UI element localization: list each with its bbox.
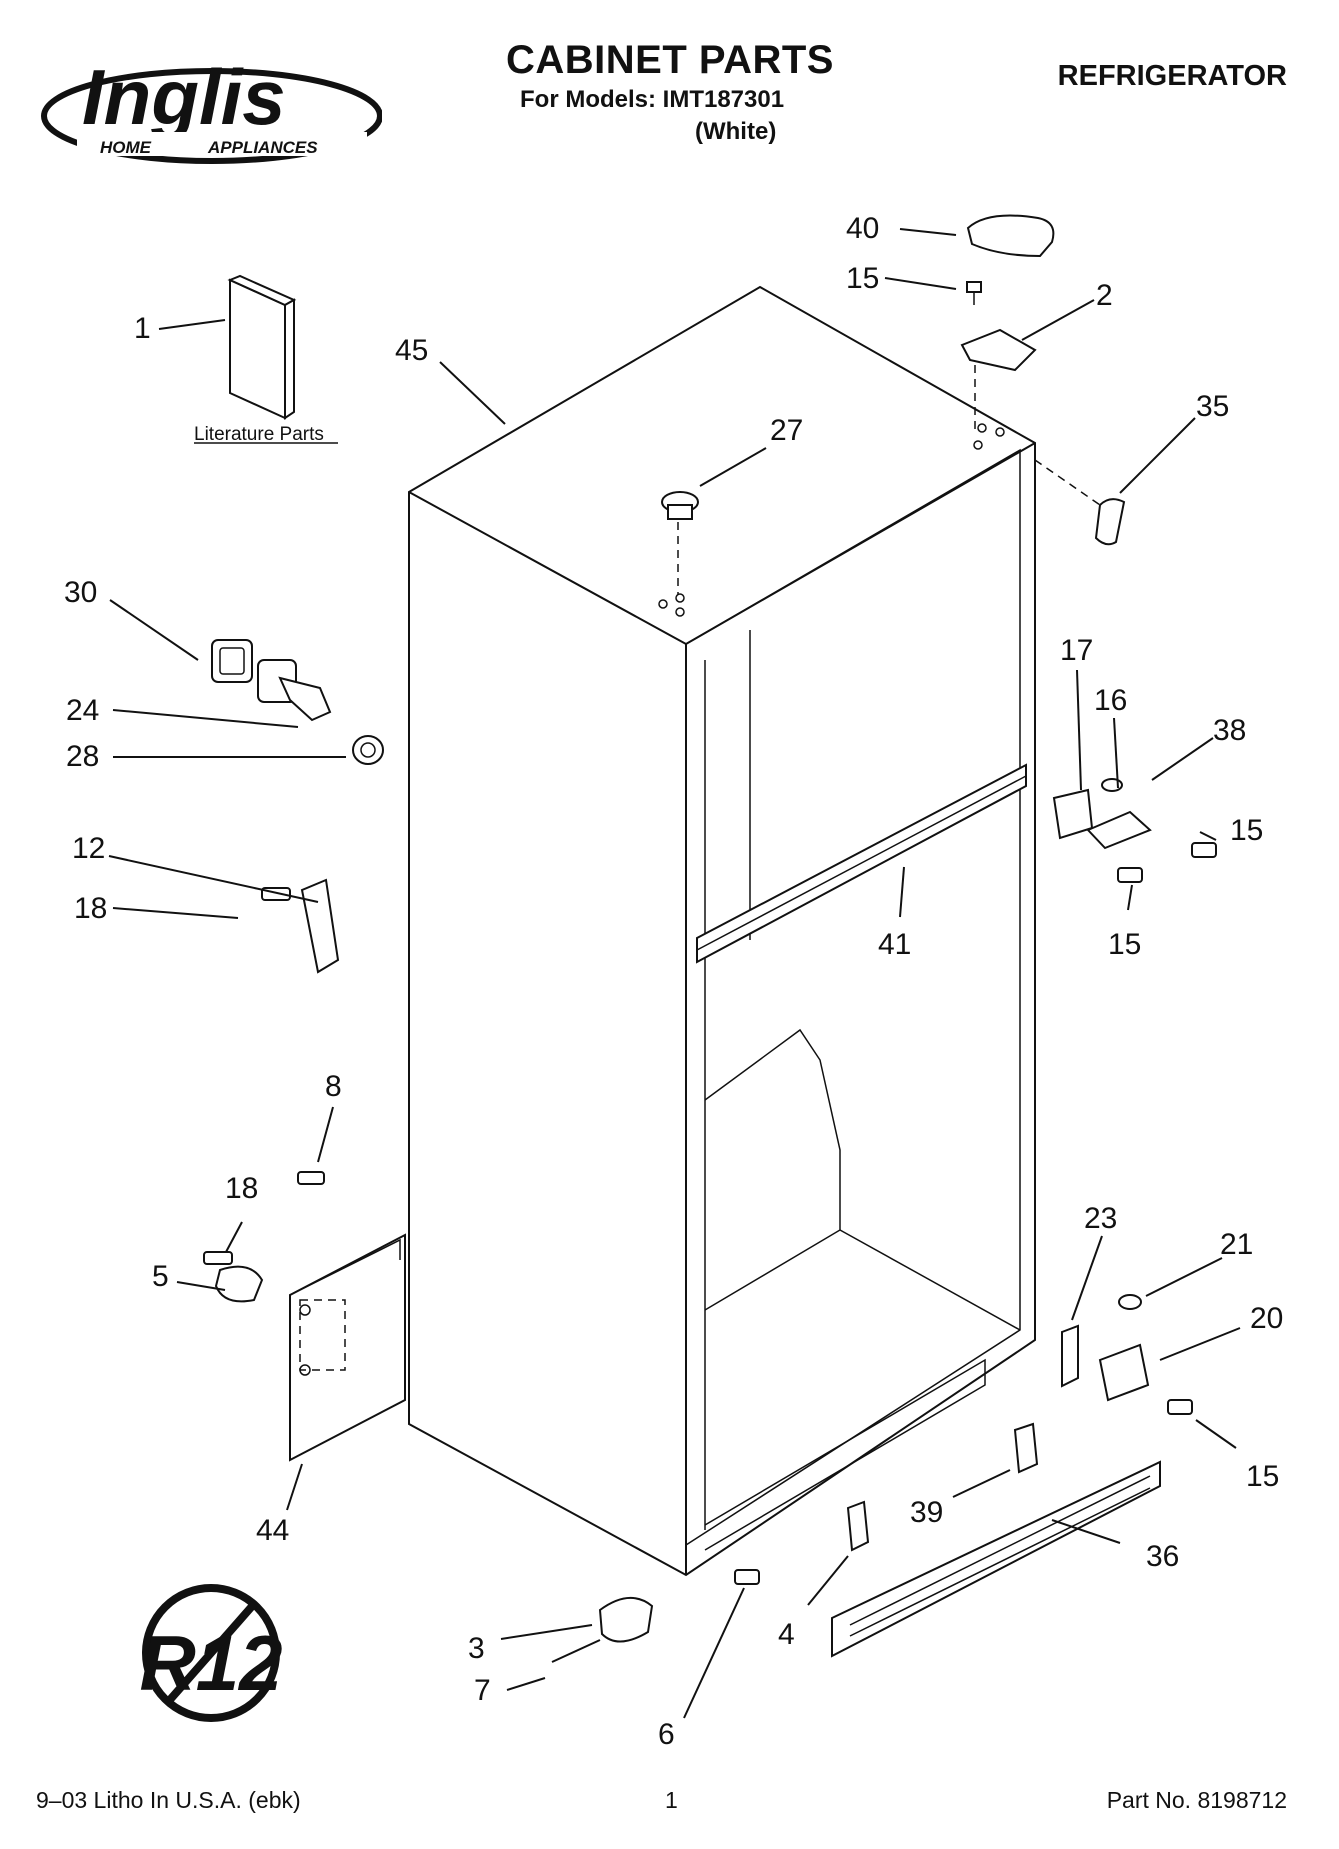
callout-12: 12 xyxy=(72,832,105,865)
color-line: (White) xyxy=(695,118,777,145)
cabinet-body xyxy=(408,285,1036,1577)
grille-clip-small xyxy=(846,1500,870,1552)
callout-5: 5 xyxy=(152,1260,169,1293)
svg-text:APPLIANCES: APPLIANCES xyxy=(207,138,318,157)
leader-lines xyxy=(108,228,1241,1719)
callout-7: 7 xyxy=(474,1674,491,1707)
callout-27: 27 xyxy=(770,414,803,447)
inglis-logo: Inglis HOME APPLIANCES xyxy=(41,53,382,164)
product-name: REFRIGERATOR xyxy=(1057,60,1287,92)
callout-6: 6 xyxy=(658,1718,675,1751)
svg-text:Inglis: Inglis xyxy=(82,53,286,141)
callout-23: 23 xyxy=(1084,1202,1117,1235)
callout-44: 44 xyxy=(256,1514,289,1547)
callout-8: 8 xyxy=(325,1070,342,1103)
svg-text:HOME: HOME xyxy=(100,138,152,157)
r12-prohibited-mark: R12 xyxy=(139,1584,283,1722)
literature-label: Literature Parts xyxy=(194,424,324,445)
callout-18-lower: 18 xyxy=(225,1172,258,1205)
callout-35: 35 xyxy=(1196,390,1229,423)
footer-part-number: Part No. 8198712 xyxy=(1106,1787,1287,1813)
bottom-hinge-assembly xyxy=(1061,1294,1193,1415)
callout-1: 1 xyxy=(134,312,151,345)
callout-16: 16 xyxy=(1094,684,1127,717)
callout-3: 3 xyxy=(468,1632,485,1665)
models-line: For Models: IMT187301 xyxy=(520,86,785,113)
callout-21: 21 xyxy=(1220,1228,1253,1261)
callout-17: 17 xyxy=(1060,634,1093,667)
lower-center-parts xyxy=(551,1569,760,1663)
callout-28: 28 xyxy=(66,740,99,773)
callout-15-bottom: 15 xyxy=(1246,1460,1279,1493)
callout-4: 4 xyxy=(778,1618,795,1651)
top-hinge-assembly xyxy=(960,214,1055,435)
lower-left-parts xyxy=(203,1171,406,1462)
callout-45: 45 xyxy=(395,334,428,367)
hinge-cap xyxy=(1094,498,1126,546)
left-bracket xyxy=(261,878,340,974)
door-stop-parts xyxy=(211,639,384,765)
callout-15-middle: 15 xyxy=(1108,928,1141,961)
callout-15-top: 15 xyxy=(846,262,879,295)
footer-page-number: 1 xyxy=(665,1787,678,1813)
page-title: CABINET PARTS xyxy=(506,38,834,82)
callout-numbers: 40 15 2 1 45 35 27 30 17 16 38 24 28 15 … xyxy=(64,212,1283,1751)
callout-24: 24 xyxy=(66,694,99,727)
callout-38: 38 xyxy=(1213,714,1246,747)
callout-41: 41 xyxy=(878,928,911,961)
callout-40: 40 xyxy=(846,212,879,245)
plug xyxy=(661,491,699,595)
grille-clip xyxy=(1013,1422,1039,1474)
center-hinge-assembly xyxy=(1052,778,1217,883)
footer-litho: 9–03 Litho In U.S.A. (ebk) xyxy=(36,1787,301,1813)
callout-20: 20 xyxy=(1250,1302,1283,1335)
callout-2: 2 xyxy=(1096,279,1113,312)
svg-text:R12: R12 xyxy=(139,1619,282,1707)
callout-36: 36 xyxy=(1146,1540,1179,1573)
callout-18-upper: 18 xyxy=(74,892,107,925)
callout-30: 30 xyxy=(64,576,97,609)
callout-39: 39 xyxy=(910,1496,943,1529)
callout-15-middle-right: 15 xyxy=(1230,814,1263,847)
literature-part: Literature Parts xyxy=(194,274,338,445)
toe-grille xyxy=(831,1460,1161,1658)
